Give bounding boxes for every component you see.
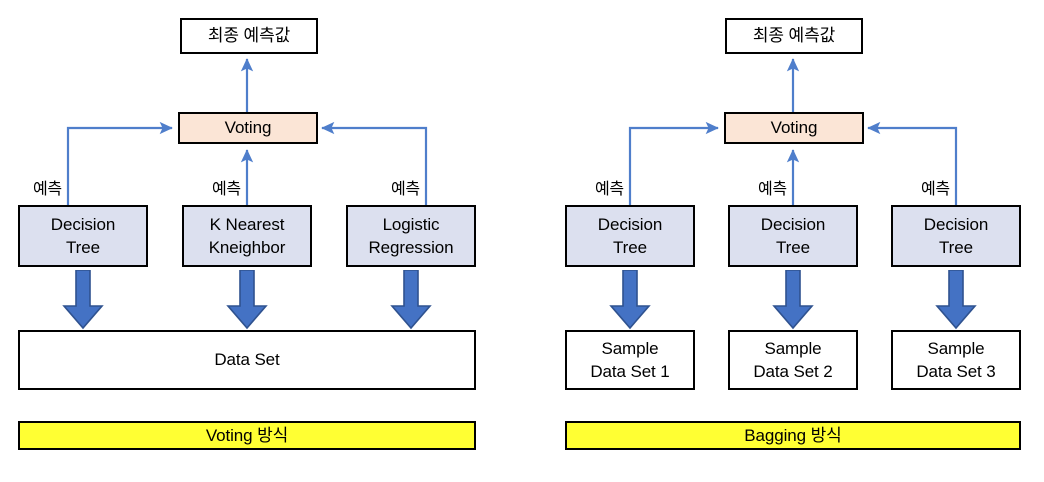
left-model-3-line2: Regression bbox=[368, 238, 454, 257]
right-model-box-3: Decision Tree bbox=[891, 205, 1021, 267]
left-banner-label: Voting 방식 bbox=[205, 425, 289, 445]
right-dataset-box-2: Sample Data Set 2 bbox=[728, 330, 858, 390]
right-model-2-line1: Decision bbox=[760, 214, 826, 234]
left-dataset-1-line1: Data Set bbox=[214, 350, 280, 370]
right-voting-box: Voting bbox=[724, 112, 864, 144]
right-voting-label: Voting bbox=[770, 118, 818, 138]
right-dataset-1-line1: Sample bbox=[601, 338, 659, 358]
wire-right-model1-to-voting bbox=[628, 121, 719, 210]
left-voting-label: Voting bbox=[224, 118, 272, 138]
right-model-box-2: Decision Tree bbox=[728, 205, 858, 267]
right-final-output-label: 최종 예측값 bbox=[752, 26, 836, 46]
right-block-arrow-2 bbox=[772, 270, 814, 330]
left-banner: Voting 방식 bbox=[18, 421, 476, 450]
left-dataset-box-1: Data Set bbox=[18, 330, 476, 390]
right-pred-label-2: 예측 bbox=[758, 181, 787, 198]
left-final-output-label: 최종 예측값 bbox=[207, 26, 291, 46]
left-final-output-box: 최종 예측값 bbox=[180, 18, 318, 54]
right-block-arrow-3 bbox=[935, 270, 977, 330]
right-dataset-3-line1: Sample bbox=[927, 338, 985, 358]
left-block-arrow-1 bbox=[62, 270, 104, 330]
right-dataset-1-line2: Data Set 1 bbox=[590, 362, 670, 381]
left-pred-label-3: 예측 bbox=[391, 181, 420, 198]
right-model-2-line2: Tree bbox=[776, 238, 810, 257]
left-block-arrow-3 bbox=[390, 270, 432, 330]
right-dataset-box-3: Sample Data Set 3 bbox=[891, 330, 1021, 390]
right-dataset-box-1: Sample Data Set 1 bbox=[565, 330, 695, 390]
left-model-1-line1: Decision bbox=[50, 214, 116, 234]
right-model-box-1: Decision Tree bbox=[565, 205, 695, 267]
left-pred-label-2: 예측 bbox=[212, 181, 241, 198]
left-model-box-2: K Nearest Kneighbor bbox=[182, 205, 312, 267]
wire-left-model1-to-voting bbox=[66, 121, 173, 210]
left-model-box-3: Logistic Regression bbox=[346, 205, 476, 267]
right-final-output-box: 최종 예측값 bbox=[725, 18, 863, 54]
left-block-arrow-2 bbox=[226, 270, 268, 330]
right-model-3-line2: Tree bbox=[939, 238, 973, 257]
left-model-2-line2: Kneighbor bbox=[208, 238, 286, 257]
right-banner: Bagging 방식 bbox=[565, 421, 1021, 450]
left-model-1-line2: Tree bbox=[66, 238, 100, 257]
right-pred-label-1: 예측 bbox=[595, 181, 624, 198]
right-model-3-line1: Decision bbox=[923, 214, 989, 234]
right-dataset-2-line1: Sample bbox=[764, 338, 822, 358]
left-model-3-line1: Logistic bbox=[382, 214, 440, 234]
right-model-1-line1: Decision bbox=[597, 214, 663, 234]
right-model-1-line2: Tree bbox=[613, 238, 647, 257]
left-model-2-line1: K Nearest bbox=[209, 214, 285, 234]
left-voting-box: Voting bbox=[178, 112, 318, 144]
right-dataset-3-line2: Data Set 3 bbox=[916, 362, 996, 381]
right-pred-label-3: 예측 bbox=[921, 181, 950, 198]
left-model-box-1: Decision Tree bbox=[18, 205, 148, 267]
right-banner-label: Bagging 방식 bbox=[744, 425, 842, 445]
right-dataset-2-line2: Data Set 2 bbox=[753, 362, 833, 381]
right-block-arrow-1 bbox=[609, 270, 651, 330]
left-pred-label-1: 예측 bbox=[33, 181, 62, 198]
